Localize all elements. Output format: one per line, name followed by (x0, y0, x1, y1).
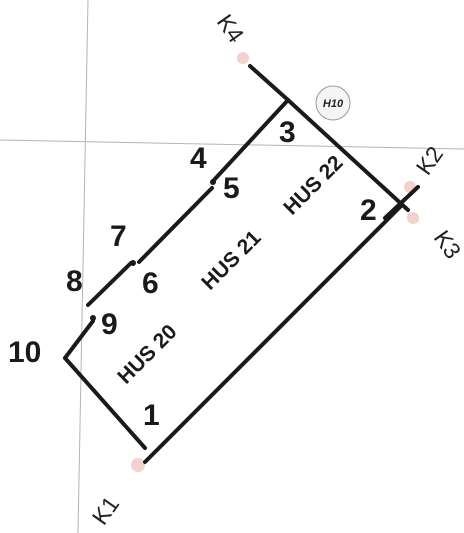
corner-label-k3: K3 (429, 225, 464, 263)
point-label-6: 6 (142, 267, 159, 300)
grid-line-vertical (77, 0, 89, 533)
boundary-line-3-2 (286, 98, 410, 212)
point-label-9: 9 (101, 308, 118, 341)
boundary-line-k4-3 (248, 64, 290, 102)
h10-marker-circle (315, 85, 351, 121)
point-label-2: 2 (360, 194, 377, 227)
point-label-4: 4 (190, 142, 207, 175)
boundary-line-10-9 (63, 319, 95, 360)
point-label-1: 1 (143, 399, 160, 432)
junction-dot-5 (210, 179, 216, 185)
boundary-line-8-7 (86, 261, 133, 307)
corner-label-k4: K4 (212, 9, 250, 47)
house-label-22: HUS 22 (279, 151, 347, 219)
grid-line-horizontal (0, 139, 464, 150)
corner-marker-k3 (407, 212, 419, 224)
point-label-3: 3 (279, 116, 296, 149)
corner-label-k2: K2 (411, 141, 448, 179)
junction-dot-7 (130, 260, 136, 266)
boundary-line-1-10 (63, 356, 147, 450)
boundary-line-2-1 (143, 203, 404, 464)
point-label-5: 5 (223, 172, 240, 205)
point-label-10: 10 (8, 336, 41, 369)
point-label-7: 7 (110, 220, 127, 253)
junction-dot-9 (90, 315, 96, 321)
house-label-20: HUS 20 (113, 320, 181, 388)
boundary-line-6-5 (137, 186, 214, 264)
boundary-line-k2-k3 (383, 185, 420, 220)
boundary-line-4-3 (212, 98, 290, 182)
h10-marker-label: H10 (323, 98, 344, 110)
house-label-21: HUS 21 (197, 226, 265, 294)
point-label-8: 8 (66, 265, 83, 298)
corner-marker-k4 (237, 52, 249, 64)
corner-label-k1: K1 (87, 491, 124, 529)
corner-marker-k1 (131, 458, 145, 472)
